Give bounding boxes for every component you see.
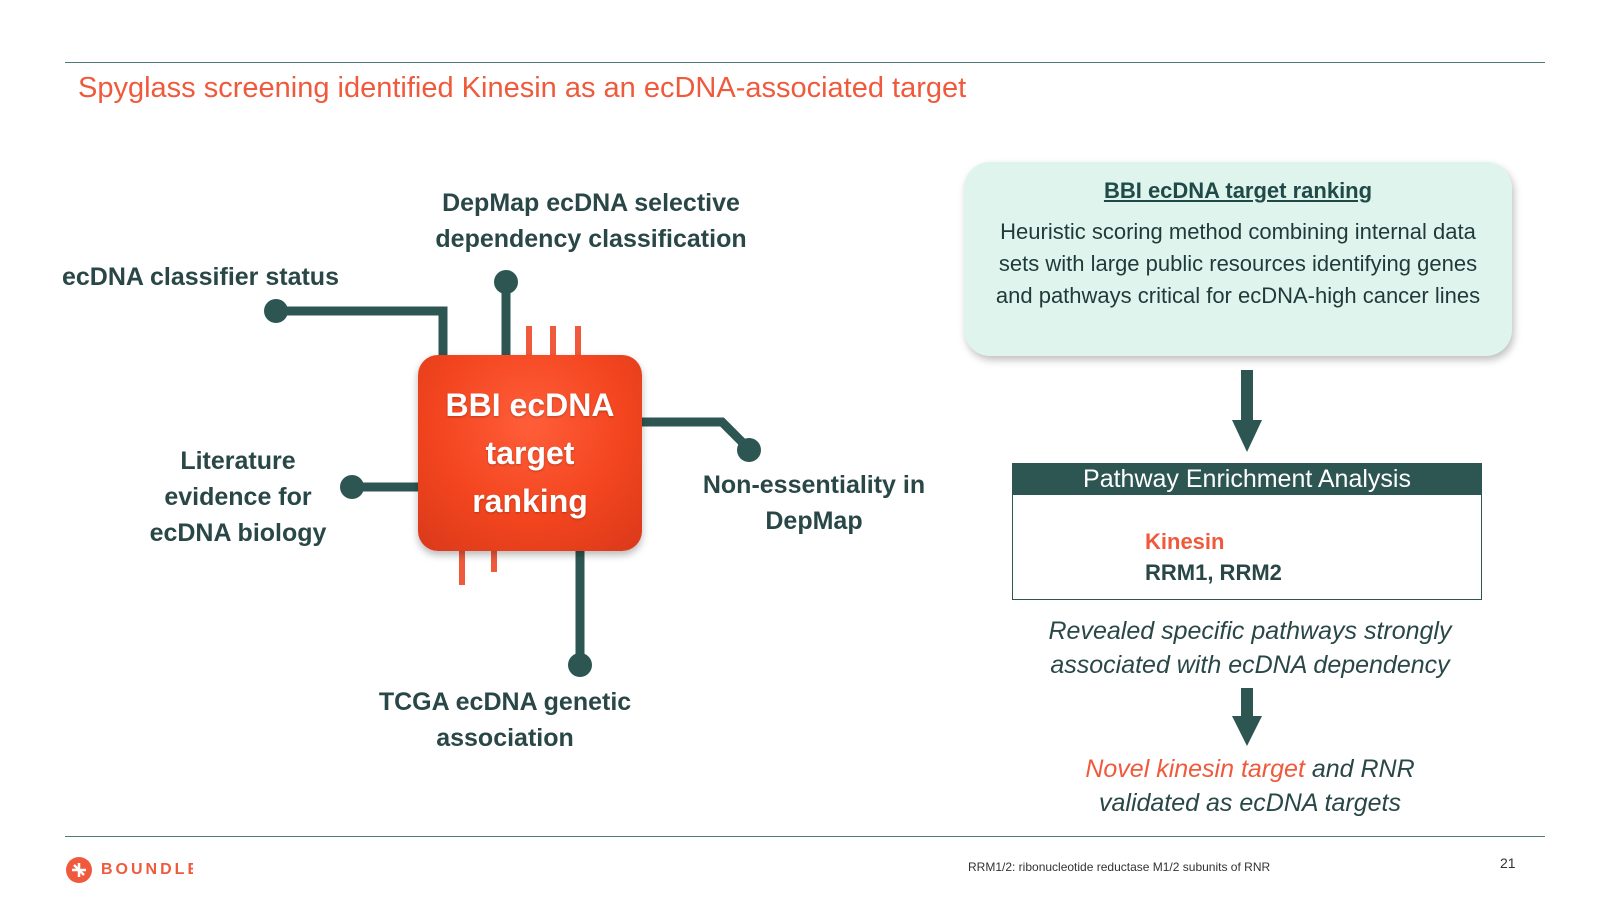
page-number: 21 <box>1500 855 1516 871</box>
arrow-1-head <box>1232 420 1262 452</box>
pathway-results-box: Kinesin RRM1, RRM2 <box>1012 495 1482 600</box>
ranking-box-heading: BBI ecDNA target ranking <box>1103 178 1373 203</box>
label-non-essentiality: Non-essentiality in DepMap <box>702 471 926 535</box>
arrow-1-shaft <box>1241 370 1253 422</box>
slide-title: Spyglass screening identified Kinesin as… <box>78 72 967 104</box>
ranking-description-box: BBI ecDNA target ranking Heuristic scori… <box>964 162 1512 356</box>
node-literature <box>340 475 364 499</box>
footnote: RRM1/2: ribonucleotide reductase M1/2 su… <box>968 860 1271 874</box>
label-classifier-status: ecDNA classifier status <box>62 263 339 291</box>
arrow-2-head <box>1232 716 1262 746</box>
pathway-item-kinesin: Kinesin <box>1145 529 1225 554</box>
ranking-box-body: Heuristic scoring method combining inter… <box>995 219 1481 308</box>
chip-label: BBI ecDNA target ranking <box>445 387 615 519</box>
node-nonessential <box>737 438 761 462</box>
bottom-divider <box>65 836 1545 837</box>
ranking-chip: BBI ecDNA target ranking <box>418 355 642 551</box>
company-logo: BOUNDLESS <box>65 856 193 884</box>
logo-wordmark: BOUNDLESS <box>101 861 193 878</box>
conclusion-text: Novel kinesin target and RNR validated a… <box>1040 752 1460 820</box>
trace-classifier <box>276 306 448 358</box>
node-classifier <box>264 299 288 323</box>
label-tcga: TCGA ecDNA genetic association <box>378 688 632 752</box>
label-literature: Literature evidence for ecDNA biology <box>149 447 327 547</box>
node-depmap <box>494 270 518 294</box>
revealed-pathways-text: Revealed specific pathways strongly asso… <box>1048 617 1452 679</box>
top-divider <box>65 62 1545 63</box>
trace-nonessential <box>640 417 749 449</box>
pathway-analysis-header: Pathway Enrichment Analysis <box>1012 463 1482 495</box>
logo-mark-icon <box>66 857 92 883</box>
node-tcga <box>568 653 592 677</box>
conclusion-rest-2: validated as ecDNA targets <box>1098 789 1401 817</box>
label-depmap-selective: DepMap ecDNA selective dependency classi… <box>435 189 747 253</box>
pathway-item-rrm: RRM1, RRM2 <box>1145 560 1282 585</box>
conclusion-highlight: Novel kinesin target <box>1085 755 1305 783</box>
arrow-2-shaft <box>1241 688 1253 718</box>
conclusion-rest-1: and RNR <box>1304 755 1415 783</box>
